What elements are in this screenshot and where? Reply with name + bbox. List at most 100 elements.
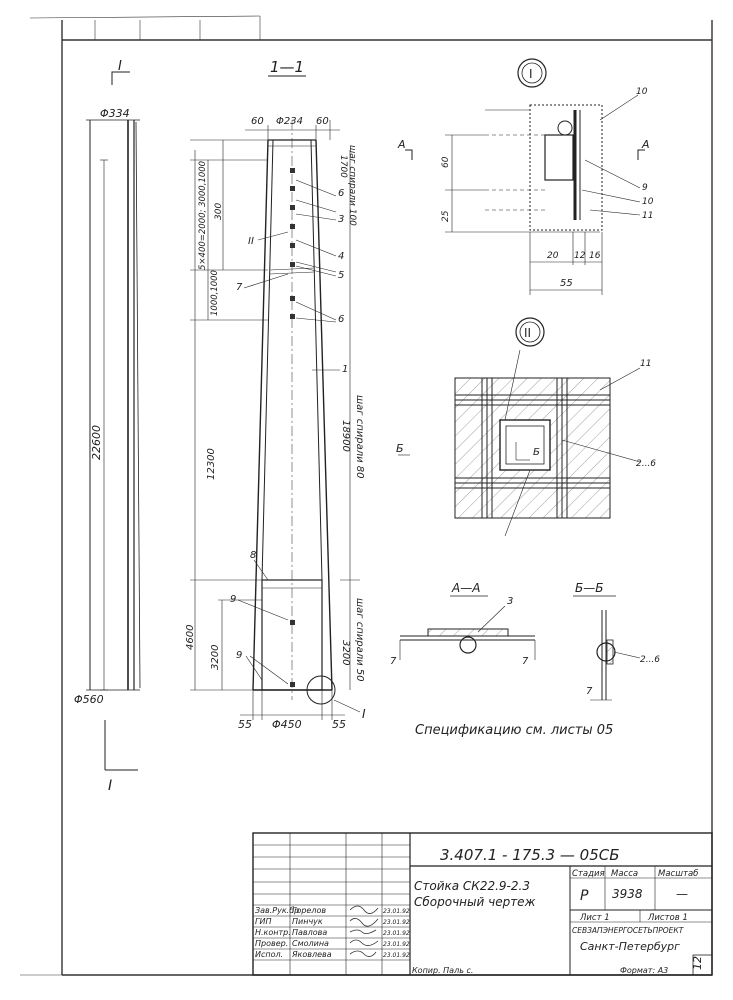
detail-I-dim-20: 20 (547, 251, 559, 261)
title-block-org: СЕВЗАПЭНЕРГОСЕТЬПРОЕКТ (572, 926, 685, 935)
callout-6-top: 6 (338, 188, 344, 199)
detail-II-inner-cut: Б (533, 447, 540, 458)
section-top-right-dim: 60 (316, 116, 329, 127)
person-name: Яковлева (291, 950, 332, 959)
section-dim-stack: 5×400=2000; 3000,1000 (198, 161, 208, 270)
callout-5: 5 (338, 270, 344, 281)
title-block-people: Зав.Рук.бр Горелов 23.01.92 ГИП Пинчук 2… (255, 906, 410, 959)
title-block-scale-value: — (676, 887, 688, 901)
person-role: ГИП (255, 917, 271, 926)
section-dim-4600: 4600 (185, 625, 196, 650)
title-block-sheet: Лист 1 (579, 913, 610, 923)
section-right-bottom-note: шаг спирали 50 (354, 598, 365, 682)
signature-marks (349, 905, 379, 957)
detail-I-cut-left: А (397, 138, 406, 151)
detail-II-cut-mark: Б (396, 442, 404, 455)
detail-I-callout-11: 11 (642, 211, 653, 221)
section-bottom-left-dim: 55 (238, 718, 252, 731)
section-right-mid-dim: 18900 (340, 420, 351, 452)
detail-I-dim-55: 55 (560, 278, 573, 289)
person-role: Провер. (255, 939, 288, 948)
callout-6-lower: 6 (338, 314, 344, 325)
section-top-left-dim: 60 (251, 116, 264, 127)
section-embedded-parts (290, 168, 295, 687)
detail-II-reference: II (248, 236, 254, 247)
section-callout-leaders (237, 179, 361, 713)
title-block-grid (252, 832, 713, 976)
callout-7: 7 (236, 282, 243, 293)
corner-sheet-number: 12 (691, 956, 704, 970)
section-AA-mark-right: 7 (522, 656, 529, 667)
section-dim-3200: 3200 (210, 645, 221, 670)
detail-I-callout-9: 9 (642, 183, 648, 193)
person-date: 23.01.92 (383, 952, 410, 959)
callout-9-lower: 9 (236, 650, 242, 661)
pole-section-outline (252, 120, 336, 705)
detail-I-dim-16: 16 (589, 251, 601, 261)
section-dim-300: 300 (214, 203, 224, 220)
section-AA-callout-3: 3 (507, 596, 513, 607)
callout-8: 8 (250, 550, 256, 561)
bottom-note: Копир. Паль с. (412, 966, 473, 975)
title-block-mass-header: Масса (611, 869, 638, 879)
person-date: 23.01.92 (383, 908, 410, 915)
title-block-city: Санкт-Петербург (580, 940, 680, 953)
side-top-diameter: Φ334 (100, 107, 130, 120)
detail-II-circle (515, 317, 545, 347)
section-top-diameter: Φ234 (276, 116, 303, 127)
callout-9-upper: 9 (230, 594, 236, 605)
side-view-outline (86, 71, 141, 771)
detail-I-dim-60: 60 (441, 156, 451, 168)
section-right-bottom-dim: 3200 (340, 640, 351, 665)
title-block-sheets: Листов 1 (647, 913, 688, 923)
side-view-section-mark: I (118, 59, 122, 74)
specification-note: Спецификацию см. листы 05 (415, 723, 613, 738)
detail-I-reference: I (362, 707, 366, 721)
detail-I-dim-12: 12 (574, 251, 586, 261)
section-dim-main: 12300 (206, 448, 217, 480)
section-right-dimension-lines (340, 150, 360, 690)
callout-1: 1 (342, 364, 348, 375)
section-BB-callout: 2...6 (640, 655, 660, 665)
detail-I-label: I (529, 67, 533, 81)
detail-I-cut-right: А (641, 138, 650, 151)
section-bottom-diameter: Φ450 (272, 718, 302, 731)
detail-I-dim-25: 25 (441, 210, 451, 222)
title-block-scale-header: Масштаб (658, 869, 698, 879)
section-BB-drawing (590, 610, 641, 701)
title-block-doc-code: 3.407.1 - 175.3 — 05СБ (440, 846, 620, 864)
section-right-top-note: шаг спирали 100 (347, 145, 357, 226)
title-block-name-line1: Стойка СК22.9-2.3 (414, 879, 530, 893)
person-role: Испол. (255, 950, 283, 959)
side-length-dim: 22600 (90, 425, 103, 460)
section-bottom-right-dim: 55 (332, 718, 346, 731)
detail-II-drawing (398, 349, 641, 537)
callout-3: 3 (338, 214, 344, 225)
detail-I-drawing (405, 94, 645, 295)
section-title: 1—1 (270, 58, 304, 76)
person-name: Пинчук (292, 917, 323, 926)
section-AA-mark-left: 7 (390, 656, 397, 667)
detail-I-callout-10: 10 (642, 197, 654, 207)
person-role: Зав.Рук.бр (255, 906, 299, 915)
section-left-dimension-lines (190, 120, 345, 720)
person-date: 23.01.92 (383, 919, 410, 926)
format-label: Формат: А3 (620, 966, 668, 975)
detail-I-callout-10-top: 10 (636, 87, 648, 97)
callout-4: 4 (338, 251, 344, 262)
bottom-section-mark: I (108, 778, 112, 794)
section-right-mid-note: шаг спирали 80 (354, 395, 365, 479)
section-right-top-dim: 1700 (338, 155, 348, 178)
title-block-stage-value: Р (580, 888, 589, 904)
person-name: Павлова (292, 928, 327, 937)
detail-II-label: II (524, 326, 531, 340)
title-block-name-line2: Сборочный чертеж (414, 895, 536, 909)
person-name: Смолина (292, 939, 329, 948)
section-BB-title: Б—Б (575, 581, 603, 595)
title-block-stage-header: Стадия (572, 869, 605, 879)
section-dim-1000: 1000,1000 (210, 270, 220, 316)
section-AA-drawing (399, 605, 536, 660)
person-name: Горелов (292, 906, 326, 915)
detail-II-callout-11: 11 (640, 359, 651, 369)
